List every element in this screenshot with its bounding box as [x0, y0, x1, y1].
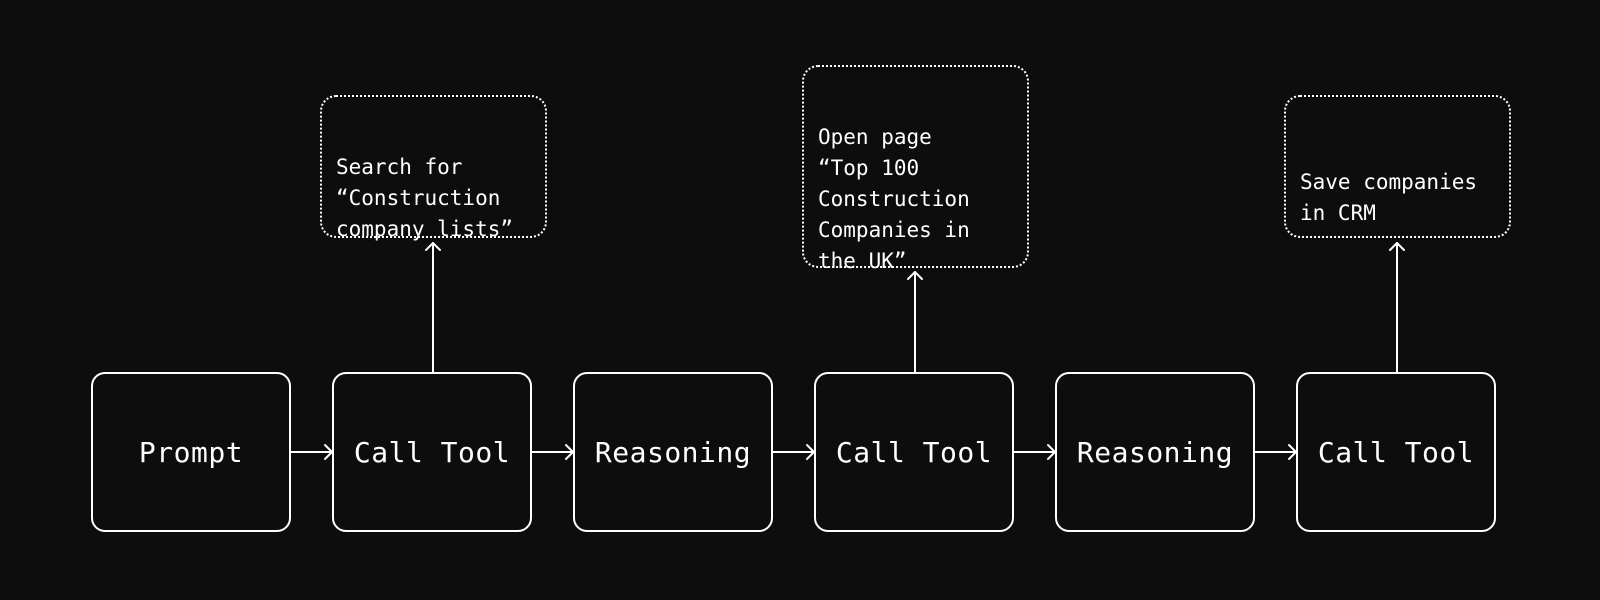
step-label: Call Tool: [835, 435, 993, 469]
arrow-call-tool-to-reasoning-2: [1013, 444, 1056, 460]
tool-note-text: Save companies in CRM: [1300, 170, 1478, 225]
step-reasoning-2: Reasoning: [1055, 372, 1255, 532]
arrow-tool-call-3-to-note: [1389, 242, 1405, 373]
arrow-tool-call-2-to-note: [907, 271, 923, 373]
arrow-reasoning-to-call-tool-2: [1254, 444, 1297, 460]
step-reasoning-1: Reasoning: [573, 372, 773, 532]
tool-note-open-page: Open page “Top 100 Construction Companie…: [802, 65, 1029, 273]
step-call-tool-2: Call Tool: [814, 372, 1014, 532]
step-call-tool-1: Call Tool: [332, 372, 532, 532]
step-prompt: Prompt: [91, 372, 291, 532]
step-label: Call Tool: [1317, 435, 1475, 469]
tool-note-search: Search for “Construction company lists”: [320, 95, 547, 241]
tool-note-text: Search for “Construction company lists”: [336, 155, 514, 241]
tool-note-text: Open page “Top 100 Construction Companie…: [818, 125, 970, 273]
arrow-call-tool-to-reasoning: [531, 444, 574, 460]
step-call-tool-3: Call Tool: [1296, 372, 1496, 532]
step-label: Prompt: [138, 435, 244, 469]
step-label: Reasoning: [1076, 435, 1234, 469]
arrow-reasoning-to-call-tool: [772, 444, 815, 460]
arrow-tool-call-1-to-note: [425, 242, 441, 373]
step-label: Call Tool: [353, 435, 511, 469]
step-label: Reasoning: [594, 435, 752, 469]
tool-note-save-crm: Save companies in CRM: [1284, 95, 1511, 238]
arrow-prompt-to-call-tool: [290, 444, 333, 460]
